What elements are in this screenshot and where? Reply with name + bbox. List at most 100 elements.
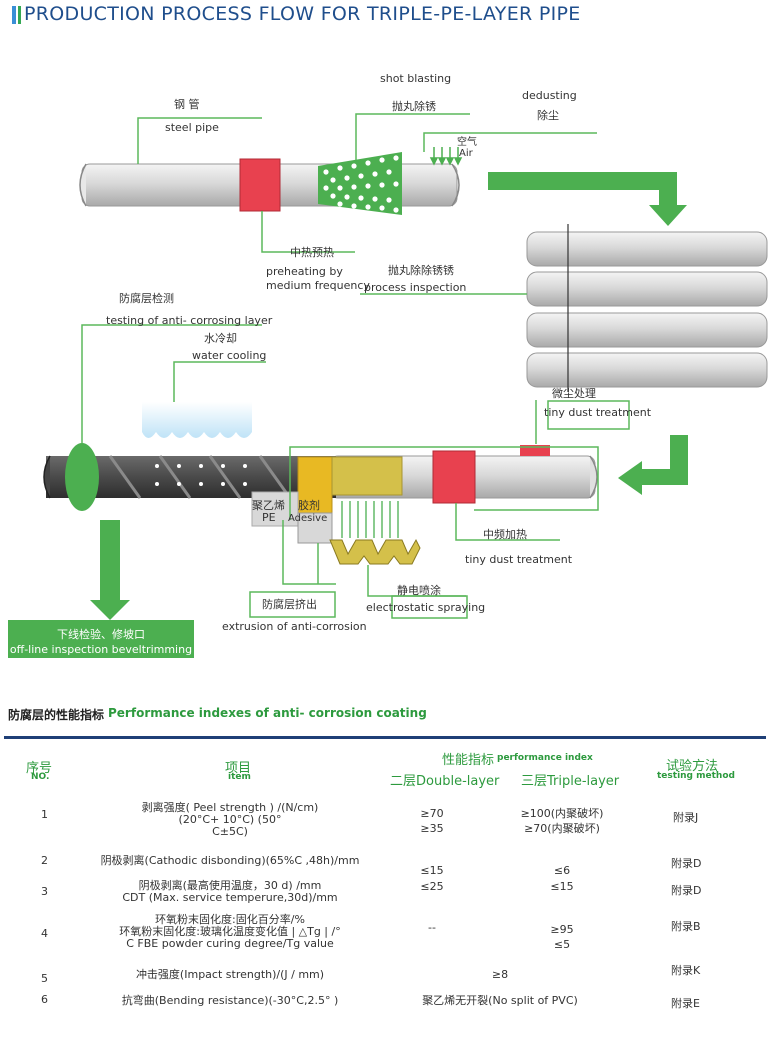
mf-heater-leader bbox=[455, 503, 560, 541]
row2-no: 2 bbox=[41, 854, 48, 867]
coating-section-bracket bbox=[289, 446, 599, 520]
shot-blasting-dots bbox=[323, 155, 399, 213]
header-no-cn: 序号 bbox=[26, 761, 53, 776]
row5-item: 冲击强度(Impact strength)/(J / mm) bbox=[135, 968, 325, 981]
top-pipe-end bbox=[451, 163, 460, 207]
preheating-label-en-2: medium frequency bbox=[266, 279, 370, 292]
row5-no: 5 bbox=[41, 972, 48, 985]
flow-arrow-down bbox=[90, 520, 130, 620]
offline-inspection-label-cn: 下线检验、修坡口 bbox=[57, 628, 145, 641]
pe-label-en: PE bbox=[262, 511, 276, 524]
row4-item: 环氧粉末固化度:固化百分率/% 环氧粉末固化度:玻璃化温度变化值 | △Tg |… bbox=[119, 913, 341, 950]
water-cooling-label-cn: 水冷却 bbox=[204, 332, 237, 345]
row3-item: 阴极剥离(最高使用温度，30 d) /mm CDT (Max. service … bbox=[122, 879, 338, 904]
preheating-label-cn: 中热预热 bbox=[290, 246, 334, 259]
adhesive-label-box bbox=[297, 512, 333, 544]
process-flow-diagram bbox=[8, 113, 768, 658]
performance-title-en: Performance indexes of anti- corrosion c… bbox=[108, 706, 427, 720]
row3-method: 附录D bbox=[671, 884, 702, 897]
dedusting-label-en: dedusting bbox=[522, 89, 577, 102]
row6-method: 附录E bbox=[671, 997, 700, 1010]
air-label-cn: 空气 bbox=[457, 137, 477, 148]
dedusting-leader bbox=[423, 132, 597, 152]
steel-pipe-label-en: steel pipe bbox=[165, 121, 219, 134]
page-title: PRODUCTION PROCESS FLOW FOR TRIPLE-PE-LA… bbox=[24, 3, 581, 25]
water-cooling-spray bbox=[142, 402, 252, 438]
row3-double: ≤25 bbox=[420, 880, 444, 893]
bottom-pipe-end bbox=[589, 455, 598, 499]
extrusion-box bbox=[249, 591, 336, 618]
row5-method: 附录K bbox=[671, 964, 701, 977]
steel-pipe-leader bbox=[137, 117, 262, 164]
anti-corrosion-tester bbox=[65, 443, 99, 511]
row3-triple: ≤15 bbox=[550, 880, 574, 893]
row3-no: 3 bbox=[41, 885, 48, 898]
wrap-stripes bbox=[108, 455, 292, 499]
dedusting-label-cn: 除尘 bbox=[537, 109, 559, 122]
header-item-cn: 项目 bbox=[225, 761, 252, 776]
header-index-en: performance index bbox=[497, 753, 593, 763]
header-item-en: item bbox=[228, 772, 251, 782]
header-method-cn: 试验方法 bbox=[666, 759, 719, 774]
anti-corrosion-test-leader bbox=[81, 324, 262, 443]
header-no-en: NO. bbox=[31, 772, 50, 782]
bottom-pipe-start bbox=[43, 455, 51, 499]
tiny-dust-box bbox=[547, 400, 630, 430]
title-accent-blue bbox=[12, 6, 16, 24]
row2-method: 附录D bbox=[671, 857, 702, 870]
row1-no: 1 bbox=[41, 808, 48, 821]
shot-blasting-label-en: shot blasting bbox=[380, 72, 452, 85]
row1-item: 剥离强度( Peel strength ) /(N/cm) (20°C+ 10°… bbox=[141, 801, 319, 838]
row2-triple: ≤6 bbox=[553, 864, 571, 877]
row4-method: 附录B bbox=[671, 920, 701, 933]
tiny-dust-label-cn: 微尘处理 bbox=[552, 387, 596, 400]
flow-arrow-down-left bbox=[618, 435, 688, 495]
row6-item: 抗弯曲(Bending resistance)(-30°C,2.5° ) bbox=[121, 994, 339, 1007]
steel-pipe-label-cn: 钢 管 bbox=[174, 98, 200, 111]
row1-triple: ≥100(内聚破坏) ≥70(内聚破坏) bbox=[520, 807, 604, 835]
shot-blasting-label-cn: 抛丸除锈 bbox=[392, 100, 436, 113]
water-cooling-leader bbox=[173, 361, 266, 402]
electrostatic-label-cn: 静电喷涂 bbox=[397, 584, 441, 597]
top-pipe-start bbox=[79, 163, 87, 207]
adhesive-extruder bbox=[331, 456, 403, 496]
flow-arrow-right-down bbox=[488, 172, 687, 226]
air-arrows bbox=[429, 147, 463, 166]
shot-blasting-unit bbox=[318, 152, 402, 215]
row4-double: -- bbox=[428, 921, 436, 934]
anti-corrosion-test-label-en: testing of anti- corrosing layer bbox=[106, 314, 273, 327]
process-inspection-label-en: process inspection bbox=[364, 281, 467, 294]
mf-heating-label-cn: 中频加热 bbox=[483, 528, 527, 541]
tiny-dust-red-block bbox=[520, 445, 550, 456]
row4-triple: ≥95 ≤5 bbox=[550, 923, 574, 951]
adhesive-label-en: Adesive bbox=[288, 513, 328, 524]
shot-blasting-leader bbox=[355, 113, 470, 160]
pe-extruder bbox=[297, 456, 333, 514]
row1-double: ≥70 ≥35 bbox=[420, 807, 444, 835]
process-inspection-label-cn: 抛丸除除锈锈 bbox=[388, 264, 454, 277]
electrostatic-lines bbox=[341, 501, 399, 538]
stacked-pipes bbox=[526, 231, 768, 388]
performance-title-cn: 防腐层的性能指标 bbox=[8, 708, 105, 722]
air-label-en: Air bbox=[459, 148, 473, 159]
table-top-rule bbox=[4, 736, 766, 739]
water-drops bbox=[155, 446, 247, 486]
electrostatic-box bbox=[391, 595, 468, 619]
row6-no: 6 bbox=[41, 993, 48, 1006]
header-double-layer: 二层Double-layer bbox=[390, 774, 500, 789]
row1-method: 附录J bbox=[673, 811, 699, 824]
row6-merged: 聚乙烯无开裂(No split of PVC) bbox=[422, 994, 578, 1007]
offline-inspection-label-en: off-line inspection beveltrimming bbox=[9, 643, 193, 656]
row2-item: 阴极剥离(Cathodic disbonding)(65%C ,48h)/mm bbox=[100, 854, 360, 867]
mf-heating-label-en: tiny dust treatment bbox=[465, 553, 573, 566]
mf-heater bbox=[432, 450, 476, 504]
header-index-cn: 性能指标 bbox=[442, 753, 495, 768]
extrusion-label-en: extrusion of anti-corrosion bbox=[222, 620, 367, 633]
header-triple-layer: 三层Triple-layer bbox=[521, 774, 620, 789]
electrostatic-label-en: electrostatic spraying bbox=[366, 601, 486, 614]
row5-merged: ≥8 bbox=[491, 968, 509, 981]
title-accent-green bbox=[18, 6, 21, 24]
adhesive-label-cn: 胶剂 bbox=[298, 499, 320, 512]
preheating-leader bbox=[261, 211, 355, 253]
row2-double: ≤15 bbox=[420, 864, 444, 877]
